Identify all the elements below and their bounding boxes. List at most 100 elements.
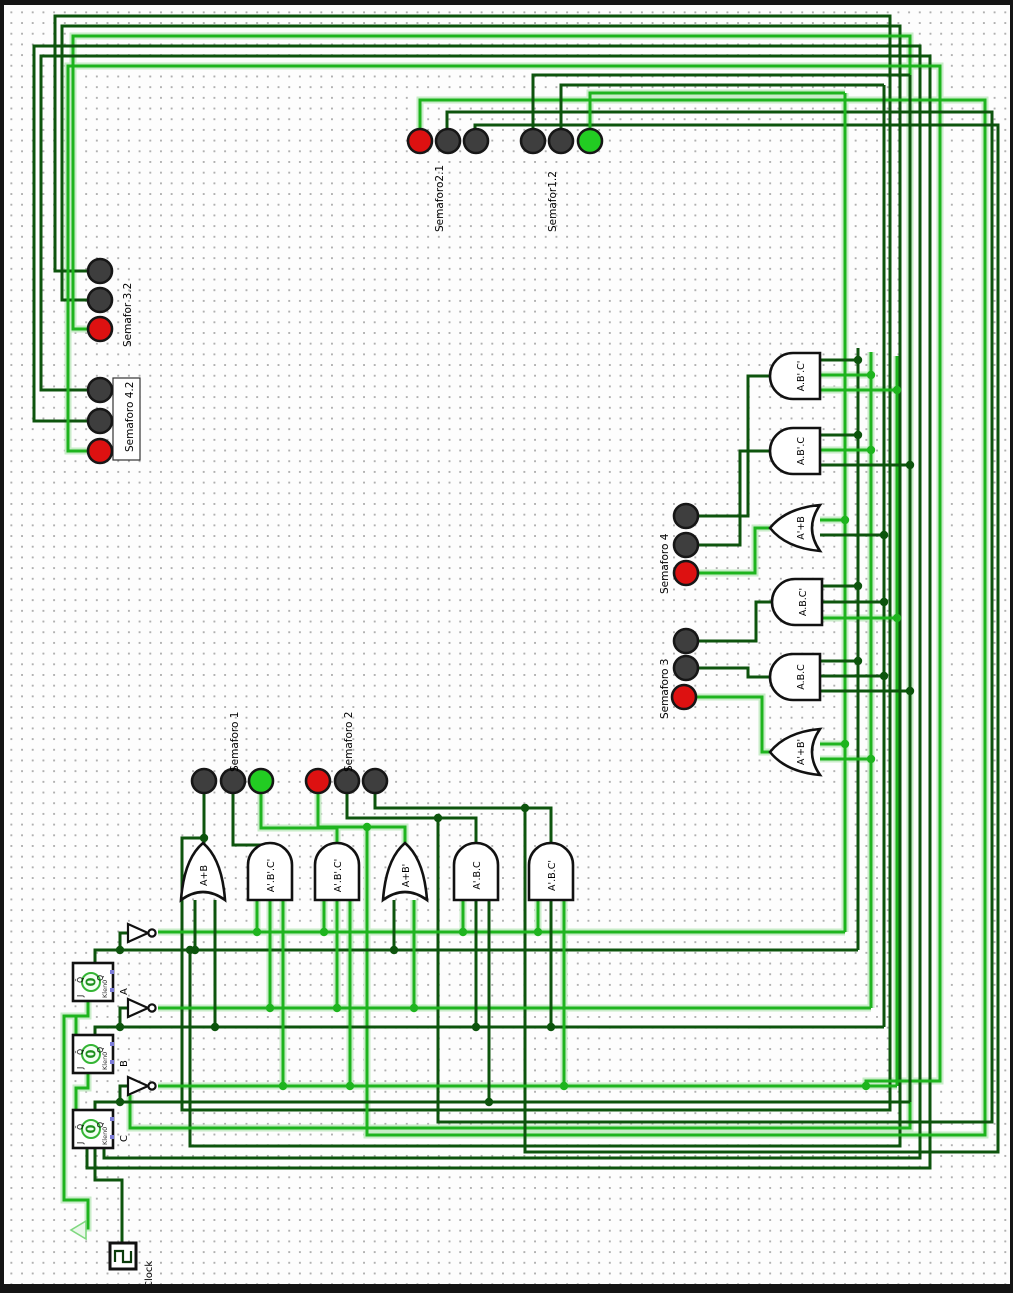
led-off (547, 127, 575, 155)
wire-junction-dot (115, 1022, 125, 1032)
pin-label-q: Q (96, 1122, 105, 1128)
led-off (519, 127, 547, 155)
led-red (86, 437, 114, 465)
label-selection-box[interactable] (112, 377, 141, 461)
pin-label-qbar: Q̄ (76, 1124, 85, 1130)
wire (259, 793, 339, 845)
wire (345, 110, 994, 1124)
gate-body (768, 727, 823, 777)
wire-junction-dot (861, 1081, 871, 1091)
wire (588, 91, 845, 129)
frame-border-bottom (0, 1284, 1013, 1293)
gate-label: A.B'.C' (796, 361, 807, 392)
gate-body (768, 351, 822, 401)
pin-label-j: J (76, 1067, 85, 1070)
and-gate: A'.B'.C' (246, 841, 294, 902)
pin-mark (110, 1042, 114, 1046)
gate-body (768, 426, 822, 476)
wire-junction-dot (409, 1003, 419, 1013)
wire-junction-dot (115, 945, 125, 955)
flipflop-name-label: B (119, 1060, 130, 1067)
and-gate: A.B.C' (770, 577, 824, 627)
led-off (672, 654, 700, 682)
flipflop-side-text: Klen0 (101, 1052, 109, 1070)
wire-junction-dot (115, 1097, 125, 1107)
state-ring (81, 1119, 101, 1139)
or-gate: A'+B' (768, 727, 823, 777)
led-red (406, 127, 434, 155)
led-off (672, 531, 700, 559)
and-gate: A.B.C (768, 652, 822, 702)
not-gate (126, 997, 157, 1019)
wire (93, 948, 858, 963)
frame-border-right (1010, 0, 1013, 1293)
state-ring (81, 1044, 101, 1064)
wire (697, 449, 770, 547)
gate-body (768, 503, 823, 553)
clock-component[interactable]: Clock (108, 1241, 155, 1288)
gate-label: A'+B (796, 516, 807, 540)
wire (695, 695, 770, 754)
led-group-label: Semaforo2.1 (434, 165, 446, 232)
flipflop-state: 0 (85, 1124, 100, 1133)
wire-junction-dot (458, 927, 468, 937)
wire (74, 1000, 90, 1035)
wire-halo (257, 793, 341, 845)
frame-border-top (0, 0, 1013, 5)
led-group-semafor3-2: Semafor 3.2 (86, 257, 134, 347)
wire-junction-dot (840, 515, 850, 525)
wire (62, 1014, 90, 1230)
wire (697, 600, 775, 643)
flipflop-name-label: C (119, 1135, 130, 1142)
pin-mark (110, 1060, 114, 1064)
not-gate-body (126, 922, 151, 944)
led-group-semaforo1: Semaforo 1 (190, 712, 275, 795)
led-red (670, 683, 698, 711)
gate-label: A'.B'.C' (266, 859, 277, 893)
wire-junction-dot (892, 613, 902, 623)
led-off (672, 627, 700, 655)
pin-label-qbar: Q̄ (76, 1049, 85, 1055)
pin-label-qbar: Q̄ (76, 977, 85, 983)
wire (118, 1084, 128, 1102)
led-group-semaforo3: Semaforo 3 (659, 627, 700, 719)
and-gate: A.B'.C' (768, 351, 822, 401)
wire (93, 1149, 124, 1243)
pin-label-j: J (76, 995, 85, 998)
not-gate (126, 922, 157, 944)
pin-label-q: Q (96, 1047, 105, 1053)
or-gate: A+B' (381, 841, 429, 903)
led-off (190, 767, 218, 795)
led-group-semaforo2: Semaforo 2 (304, 712, 389, 795)
gate-body (179, 841, 227, 903)
led-off (86, 286, 114, 314)
gate-body (381, 841, 429, 903)
wire (118, 931, 128, 950)
flipflop-state: 0 (85, 977, 100, 986)
led-group-semaforo4: Semaforo 4 (659, 502, 700, 594)
flipflop-name-label: A (119, 988, 130, 995)
led-group-semafor1-2: Semafor1.2 (519, 127, 604, 232)
wire-junction-dot (853, 355, 863, 365)
led-green (247, 767, 275, 795)
led-group-label: Semaforo 2 (343, 712, 355, 772)
wire-junction-dot (389, 945, 399, 955)
wire-junction-dot (879, 671, 889, 681)
gate-label: A'.B.C' (547, 860, 558, 891)
wire (559, 83, 884, 129)
wire-junction-dot (546, 1022, 556, 1032)
wire (53, 14, 892, 1112)
led-group-label: Semaforo 3 (659, 659, 671, 719)
led-off (219, 767, 247, 795)
led-off (361, 767, 389, 795)
wire-junction-dot (471, 1022, 481, 1032)
gate-body (452, 841, 500, 902)
led-group-label: Semaforo 4 (659, 533, 671, 594)
wire (525, 806, 553, 845)
gate-label: A+B' (401, 864, 412, 888)
